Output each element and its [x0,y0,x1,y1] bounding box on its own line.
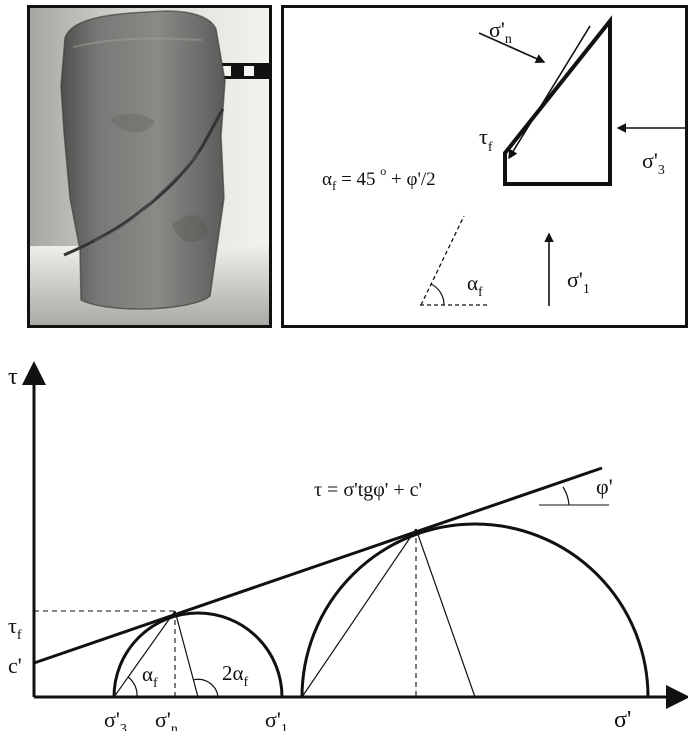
large-circle-chord-left [301,528,417,698]
sigma-1-symbol: σ' [265,707,281,731]
sigma-n-symbol: σ' [155,707,171,731]
large-circle-radius [415,528,476,698]
shear-stress-subscript: f [488,140,493,155]
two-prefix: 2 [222,661,233,685]
free-body-diagram-panel: σ'n τf σ'3 σ'1 αf = 45 o + φ'/2 αf [281,5,688,328]
failure-envelope-line [33,466,603,665]
failure-angle-label: αf [467,271,483,300]
normal-stress-arrow [478,32,546,64]
tau-axis-label: τ [8,364,18,390]
minor-principal-stress-subscript: 3 [658,163,665,178]
alpha-f-symbol: α [142,662,153,686]
shear-stress-symbol: τ [479,124,488,149]
normal-stress-label: σ'n [489,17,512,47]
small-circle-chord-left [113,610,176,698]
two-alpha-f-arc [192,678,219,698]
alpha-symbol: α [322,169,332,190]
sigma-axis-label: σ' [614,707,631,731]
degree-symbol: o [380,164,386,178]
mohr-circle-small [112,611,284,698]
shear-stress-arrow [508,25,591,160]
failure-angle-symbol: α [467,271,478,295]
major-principal-stress-symbol: σ' [567,267,583,292]
specimen-top-edge [72,37,203,48]
envelope-equation: τ = σ'tgφ' + c' [314,479,422,501]
sigma-3-symbol: σ' [104,707,120,731]
minor-principal-stress-symbol: σ' [642,148,658,173]
tau-f-symbol: τ [8,613,17,638]
specimen-texture [110,113,155,133]
friction-term: + φ'/2 [386,169,435,190]
alpha-subscript: f [332,178,337,193]
minor-principal-stress-label: σ'3 [642,148,665,178]
failure-angle-formula: αf = 45 o + φ'/2 [322,164,436,193]
two-alpha-symbol: α [233,661,244,685]
c-label: c' [8,653,22,678]
small-circle-radius [174,610,199,698]
failure-angle-line [420,215,465,306]
sigma-n-subscript: n [171,722,178,731]
normal-stress-symbol: σ' [489,17,505,42]
two-alpha-subscript: f [244,675,249,690]
photo-scale-mark [244,66,254,76]
specimen-texture [172,214,209,243]
two-alpha-f-label: 2αf [222,661,249,690]
specimen-outline [60,10,226,310]
alpha-equals-text: = 45 [336,169,380,190]
normal-stress-subscript: n [505,32,512,47]
phi-label: φ' [596,474,613,499]
sigma-1-axis-label: σ'1 [265,707,288,731]
sigma-3-axis-label: σ'3 [104,707,127,731]
sigma-3-subscript: 3 [120,722,127,731]
photo-scale-mark [221,66,231,76]
free-body-diagram: σ'n τf σ'3 σ'1 αf = 45 o + φ'/2 αf [322,15,685,306]
tau-f-axis-label: τf [8,613,22,643]
mohr-circle-large [300,522,650,698]
soil-specimen [61,11,225,310]
failure-angle-arc [430,283,445,306]
major-principal-stress-subscript: 1 [583,282,590,297]
sigma-n-axis-label: σ'n [155,707,178,731]
failure-angle-subscript: f [478,285,483,300]
alpha-f-subscript: f [153,676,158,691]
shear-stress-label: τf [479,124,493,155]
specimen-photo [30,8,269,325]
failure-block [503,15,612,186]
alpha-f-arc [127,676,138,698]
phi-angle-arc [562,486,570,506]
specimen-photo-panel [27,5,272,328]
alpha-f-label: αf [142,662,158,691]
major-principal-stress-label: σ'1 [567,267,590,297]
failure-surface-highlight [93,152,200,242]
tau-f-subscript: f [17,628,22,643]
sigma-1-subscript: 1 [281,722,288,731]
